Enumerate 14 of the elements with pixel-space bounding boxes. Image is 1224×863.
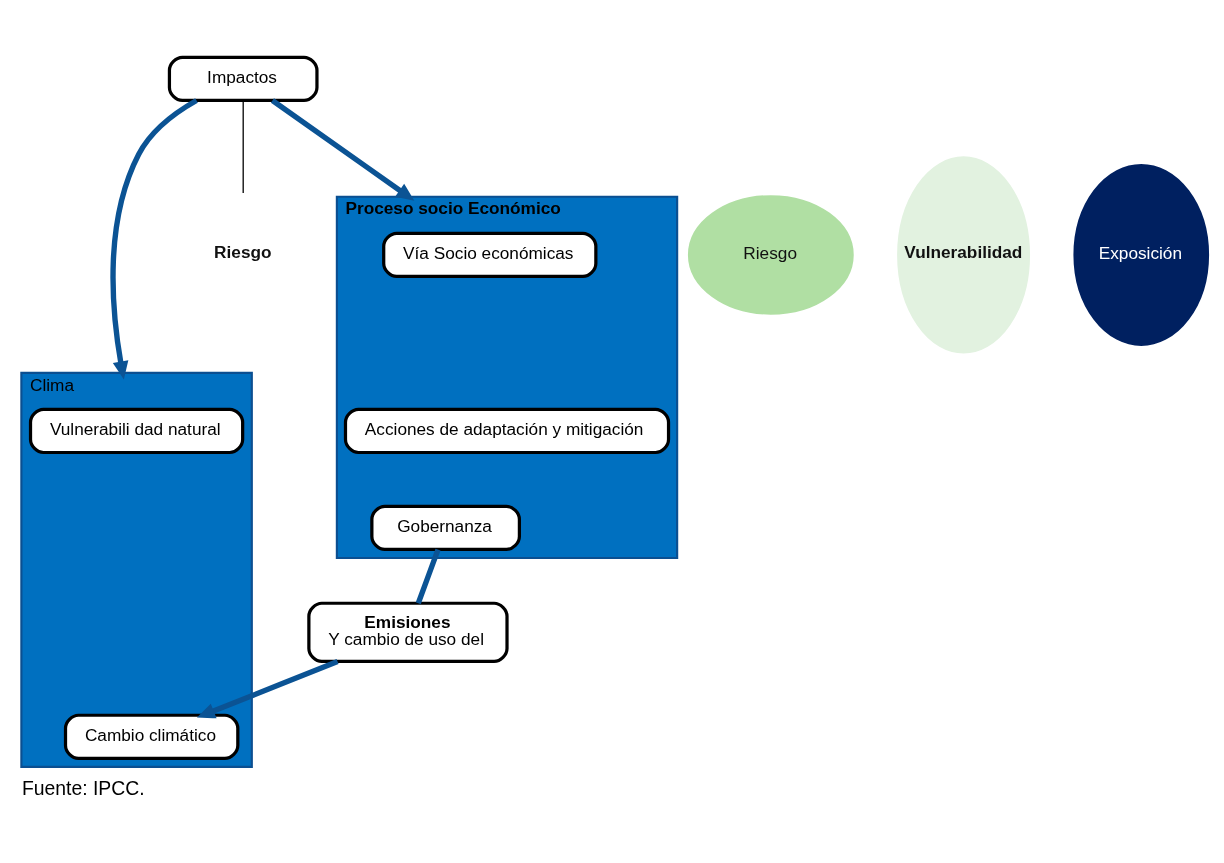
arrow xyxy=(270,98,415,201)
node-box: Vía Socio económicas xyxy=(382,231,598,279)
arrow xyxy=(196,659,339,719)
node-box: Acciones de adaptación y mitigación xyxy=(343,407,671,455)
arrow xyxy=(110,98,198,380)
node-box: Cambio climático xyxy=(63,713,240,760)
node-box: Impactos xyxy=(167,55,319,102)
caption: Fuente: IPCC. xyxy=(21,777,145,800)
node-box: Gobernanza xyxy=(370,504,521,552)
node-box: Emisiones Y cambio de uso del xyxy=(307,601,509,663)
connector xyxy=(415,548,441,605)
node-box: Vulnerabili dad natural xyxy=(28,407,245,455)
node-text: Riesgo xyxy=(214,241,272,262)
connector xyxy=(242,99,244,194)
